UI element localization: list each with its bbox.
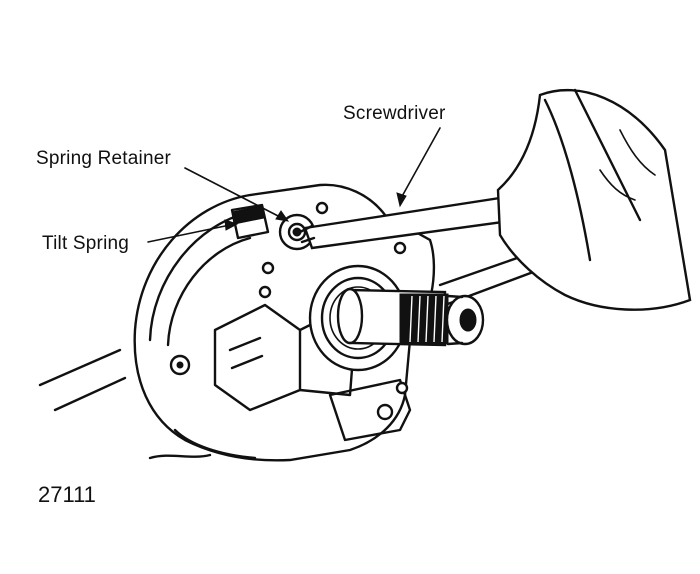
screwdriver-label: Screwdriver	[343, 103, 446, 124]
spring-retainer-label: Spring Retainer	[36, 148, 172, 169]
plate-hole-1	[315, 201, 329, 215]
plate-hole-4	[258, 285, 272, 299]
hand-outline	[496, 88, 692, 311]
spring-retainer-center	[287, 222, 307, 242]
tilt-spring-coil	[230, 203, 270, 240]
screwdriver-leader	[399, 127, 441, 201]
housing-bottom-lug	[328, 378, 412, 442]
plate-hole-2	[393, 241, 407, 255]
screwdriver-arrow	[396, 192, 407, 208]
plate-hole-3	[261, 261, 275, 275]
thread-lines	[409, 295, 445, 343]
shaft-thread	[399, 293, 449, 345]
lug-bolt	[376, 403, 394, 421]
spring-retainer-leader	[184, 167, 283, 219]
housing-lower-edge	[173, 428, 257, 460]
hand-fold-1	[543, 98, 592, 262]
figure-number: 27111	[38, 482, 96, 507]
shaft-back	[336, 287, 364, 345]
hand-fold-4	[599, 169, 636, 201]
column-tube-outline	[38, 348, 127, 412]
shaft-neck	[446, 294, 464, 346]
spring-retainer-arrow	[275, 210, 290, 222]
tilt-spring-arrow	[224, 219, 239, 231]
housing-rim	[148, 210, 252, 342]
tilt-spring-label: Tilt Spring	[42, 233, 130, 254]
shaft-end-hole	[459, 308, 477, 332]
mount-bolt-left-center	[176, 361, 184, 369]
screwdriver-tip	[298, 224, 316, 244]
housing-rim-inner	[166, 236, 252, 347]
tilt-spring-leader	[147, 224, 231, 243]
hand-fold-2	[573, 88, 642, 222]
housing-slot	[228, 336, 264, 370]
tilt-spring-detail	[231, 205, 265, 225]
hand-fold-3	[619, 129, 656, 176]
base-outline	[148, 453, 212, 460]
lug-bolt-2	[395, 381, 409, 395]
